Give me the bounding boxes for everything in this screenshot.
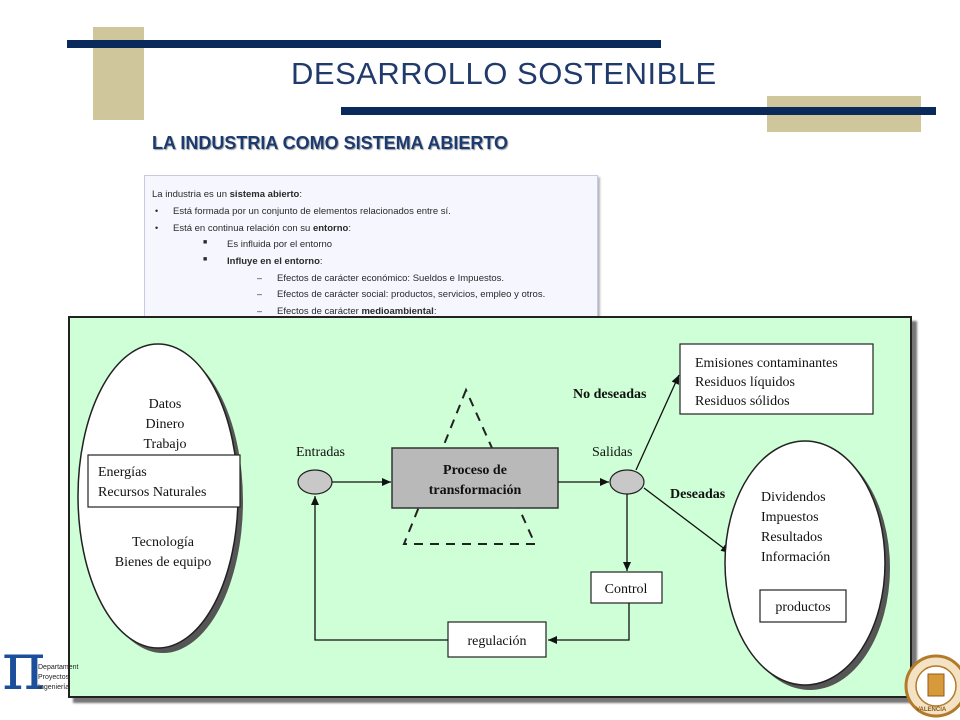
pi-symbol: π [2,628,46,705]
arrow-control-regulacion [548,603,630,644]
salidas-node [609,469,645,495]
salidas-label: Salidas [592,445,632,460]
university-seal: VALENCIA [898,650,960,718]
right-resultados: Resultados [761,530,822,545]
left-dinero: Dinero [146,417,185,432]
sub1-text: Es influida por el entorno [227,239,333,250]
sub-bullet: ■ [203,256,208,263]
bullet2-bold: entorno [312,223,349,234]
arrow-regulacion-entradas [311,496,448,641]
productos-box [759,589,847,623]
open-system-diagram: Datos Dinero Trabajo Energías Recursos N… [68,316,912,698]
right-dividendos: Dividendos [761,490,826,505]
process-line2: transformación [429,483,522,498]
diagram-svg: Datos Dinero Trabajo Energías Recursos N… [77,343,890,690]
left-trabajo: Trabajo [143,437,186,452]
page-title: DESARROLLO SOSTENIBLE [291,56,717,91]
undesired-3: Residuos sólidos [695,394,790,409]
energias-box [87,454,241,508]
entradas-label: Entradas [296,445,345,460]
right-informacion: Información [761,550,830,565]
undesired-2: Residuos líquidos [695,375,795,390]
control-box [590,571,663,604]
open-system-textbox: La industria es un sistema abierto: • Es… [144,175,598,319]
regulacion-label: regulación [467,634,526,649]
deseadas-label: Deseadas [670,487,726,502]
navy-bar-bottom [341,107,936,115]
intro-prefix: La industria es un [152,189,230,200]
intro-suffix: : [299,189,302,200]
effect3-suffix: : [433,306,437,317]
left-energias: Energías [98,465,147,480]
left-datos: Datos [149,397,182,412]
left-bienes: Bienes de equipo [115,555,211,570]
undesired-1: Emisiones contaminantes [695,356,838,371]
effect2-text: Efectos de carácter social: productos, s… [277,289,546,300]
process-box [391,447,559,509]
bullet-dot: • [155,206,159,216]
arrow-deseadas [643,487,731,554]
bullet-dot: • [155,223,159,233]
dash: – [257,273,263,283]
seal-svg [904,654,960,718]
no-deseadas-label: No deseadas [573,387,647,402]
dash: – [257,289,263,299]
bullet2-suffix: : [348,223,351,234]
sub2-suffix: : [319,256,323,267]
intro-line: La industria es un sistema abierto: [152,189,302,200]
arrow-no-deseadas [635,374,680,471]
effect3-bold: medioambiental [361,306,434,317]
left-tecnologia: Tecnología [132,535,195,550]
right-impuestos: Impuestos [761,510,819,525]
navy-bar-top [67,40,661,48]
left-recursos: Recursos Naturales [98,485,206,500]
logo-text-2: Proyectos [38,674,70,681]
effect3-prefix: Efectos de carácter [277,306,362,317]
regulacion-box [447,621,547,658]
productos-label: productos [775,600,830,615]
effect3-line: Efectos de carácter medioambiental: [277,306,436,317]
control-label: Control [605,582,648,597]
dash: – [257,306,263,316]
intro-bold: sistema abierto [229,189,300,200]
sub2-line: Influye en el entorno: [227,256,323,267]
section-subtitle: LA INDUSTRIA COMO SISTEMA ABIERTO [152,133,509,153]
entradas-node [297,469,333,495]
process-line1: Proceso de [443,463,507,478]
sub-bullet: ■ [203,239,208,246]
sub2-bold: Influye en el entorno [227,256,320,267]
department-logo: π Departament Proyectos Ingeniería [2,634,78,718]
logo-text-1: Departament [38,664,79,671]
bullet2-line: Está en continua relación con su entorno… [173,223,351,234]
bullet1-text: Está formada por un conjunto de elemento… [173,206,451,217]
bullet2-prefix: Está en continua relación con su [173,223,313,234]
logo-text-3: Ingeniería [38,684,70,691]
effect1-text: Efectos de carácter económico: Sueldos e… [277,273,505,284]
undesired-box [679,343,874,415]
right-ellipse [724,440,886,686]
seal-shield [927,673,945,697]
seal-text: VALENCIA [916,707,947,713]
